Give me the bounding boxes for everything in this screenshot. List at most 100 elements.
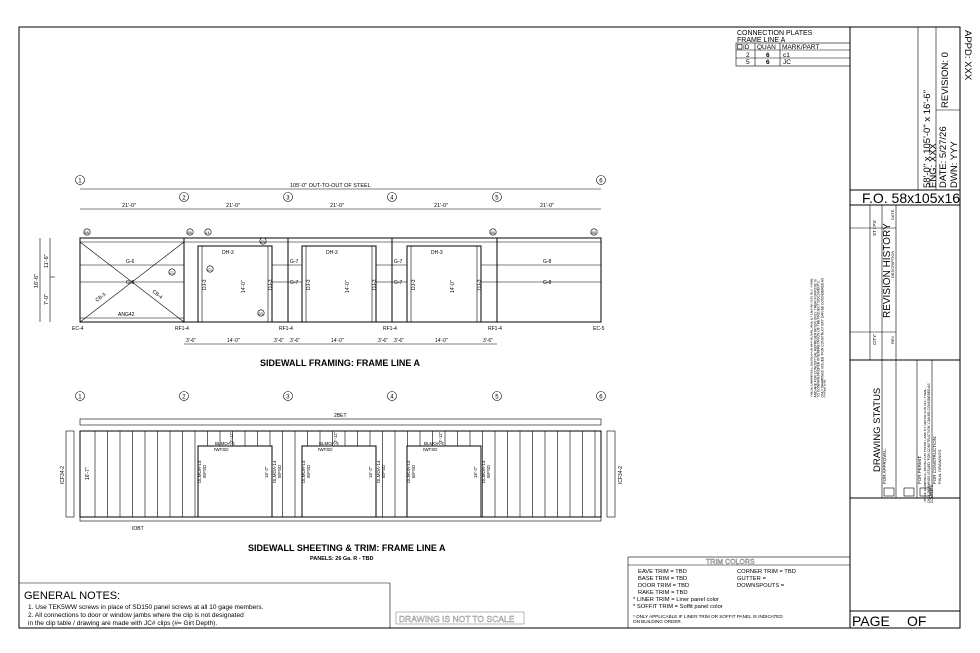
bay-dimension: 21'-0" bbox=[122, 203, 136, 209]
bottom-dimension: 14'-0" bbox=[435, 338, 448, 344]
svg-text:DJ-3: DJ-3 bbox=[372, 279, 378, 290]
bottom-dimension: 3'-6" bbox=[394, 338, 404, 344]
svg-text:6: 6 bbox=[599, 394, 603, 400]
girt-label: G-5 bbox=[126, 280, 135, 286]
door-opening-3: IWFSD BLMOA-4 3'-11" DLMOA-14 IEFSD 16'-… bbox=[301, 431, 386, 518]
corner-trim-right: ICF34-2 bbox=[618, 466, 624, 484]
svg-text:DJ-3: DJ-3 bbox=[411, 279, 417, 290]
clip-callout: B8 bbox=[83, 228, 91, 236]
height-lower: 7'-0" bbox=[44, 294, 50, 305]
column-mark: RF1-4 bbox=[383, 326, 397, 332]
page-label: PAGE bbox=[852, 613, 890, 629]
connection-plates-col-quan: QUAN bbox=[757, 44, 776, 51]
svg-text:IEFSD: IEFSD bbox=[306, 464, 311, 478]
clip-callout: B8 bbox=[186, 228, 194, 236]
gridline-3: 3 bbox=[283, 391, 293, 401]
svg-text:B8: B8 bbox=[491, 231, 495, 235]
svg-text:DJ-3: DJ-3 bbox=[268, 279, 274, 290]
revision-description-col: DESCRIPTION bbox=[890, 251, 895, 278]
svg-text:1: 1 bbox=[78, 178, 82, 184]
connection-plates-row-quan: 6 bbox=[766, 52, 770, 59]
connection-plates-row-mark: JC bbox=[783, 59, 791, 66]
revision-history-title: REVISION HISTORY bbox=[882, 223, 893, 318]
sheeting-subtitle: PANELS: 26 Ga. R - TBD bbox=[310, 556, 373, 562]
general-note-line: 2. All connections to door or window jam… bbox=[28, 612, 244, 619]
bottom-dimension: 3'-6" bbox=[378, 338, 388, 344]
title-block: 58'-0" x 105'-0" x 16'-6" REVISION: 0 AP… bbox=[811, 27, 973, 629]
sheet-border bbox=[18, 26, 961, 629]
svg-text:3'-11": 3'-11" bbox=[438, 431, 443, 443]
trim-color-line: DOWNSPOUTS = bbox=[737, 583, 785, 589]
svg-text:6: 6 bbox=[599, 178, 603, 184]
bay-dimension: 21'-0" bbox=[434, 203, 448, 209]
revision-rev-col: REV bbox=[890, 335, 895, 344]
bottom-dimension: 3'-6" bbox=[274, 338, 284, 344]
height-upper: 11'-6" bbox=[44, 254, 50, 268]
svg-text:3: 3 bbox=[286, 394, 290, 400]
engineer: ENG: XXX bbox=[928, 142, 939, 188]
revision-date-col: DATE bbox=[890, 209, 895, 220]
gridline-5: 5 bbox=[492, 391, 502, 401]
svg-text:2: 2 bbox=[182, 394, 186, 400]
eave-trim-label: 2BET bbox=[334, 413, 347, 419]
overall-dimension: 105'-0" OUT-TO-OUT OF STEEL bbox=[290, 183, 371, 189]
gridline-6: 6 bbox=[596, 175, 606, 185]
status-construction-head: FOR CONSTRUCTION: bbox=[932, 436, 937, 484]
gridline-6: 6 bbox=[596, 391, 606, 401]
door-opening-2: IWFSD BLMOA-4 3'-11" DLMOA-14 IEFSD 16'-… bbox=[197, 431, 282, 518]
general-notes-title: GENERAL NOTES: bbox=[24, 590, 120, 602]
drawn-by: DWN: YYY bbox=[949, 141, 960, 188]
gridline-3: 3 bbox=[283, 192, 293, 202]
svg-text:1: 1 bbox=[78, 394, 82, 400]
svg-text:DH-3: DH-3 bbox=[222, 250, 234, 256]
svg-text:16'-2": 16'-2" bbox=[473, 466, 478, 478]
svg-text:IEFSD: IEFSD bbox=[381, 464, 386, 478]
connection-plates-table: CONNECTION PLATES FRAME LINE A ID QUAN M… bbox=[735, 30, 851, 67]
svg-text:4: 4 bbox=[390, 394, 394, 400]
revision-number: REVISION: 0 bbox=[940, 52, 951, 108]
not-to-scale-text: DRAWING IS NOT TO SCALE bbox=[399, 614, 515, 624]
svg-text:3: 3 bbox=[286, 195, 290, 201]
girt-label: G-8 bbox=[543, 259, 552, 265]
framing-title: SIDEWALL FRAMING: FRAME LINE A bbox=[260, 358, 420, 368]
bay-dimension: 21'-0" bbox=[226, 203, 240, 209]
general-note-line: 1. Use TEK5WW screws in place of SD150 p… bbox=[28, 604, 264, 611]
general-note-line: in the clip table / drawing are made wit… bbox=[28, 620, 217, 627]
svg-text:IEFSD: IEFSD bbox=[411, 464, 416, 478]
girt-label: G-7 bbox=[290, 259, 299, 265]
svg-text:IWFSD: IWFSD bbox=[318, 447, 333, 452]
girt-label: G-6 bbox=[126, 259, 135, 265]
approved-by: APPD: XXX bbox=[962, 30, 973, 81]
trim-colors-box: TRIM COLORS EAVE TRIM = TBD BASE TRIM = … bbox=[627, 556, 851, 629]
connection-plates-row-id: 5 bbox=[746, 59, 750, 66]
sheeting-title: SIDEWALL SHEETING & TRIM: FRAME LINE A bbox=[248, 543, 446, 553]
drawing-date: DATE: 5/27/26 bbox=[938, 126, 949, 188]
svg-text:DJ-3: DJ-3 bbox=[477, 279, 483, 290]
svg-text:BLMOA-4: BLMOA-4 bbox=[215, 441, 235, 446]
svg-text:IEFSD: IEFSD bbox=[486, 464, 491, 478]
clip-callout: L4 bbox=[204, 228, 212, 236]
status-permit-head: FOR PERMIT: bbox=[917, 455, 922, 484]
svg-text:DLMOA-14: DLMOA-14 bbox=[197, 460, 202, 483]
connection-plates-row-mark: c1 bbox=[783, 52, 790, 59]
bay-dimension: 21'-0" bbox=[540, 203, 554, 209]
connection-plates-title: CONNECTION PLATES bbox=[737, 30, 813, 37]
trim-color-line: CORNER TRIM = TBD bbox=[737, 569, 796, 575]
clip-callout: B8 bbox=[489, 228, 497, 236]
bottom-dimension: 3'-6" bbox=[186, 338, 196, 344]
drawing-status-title: DRAWING STATUS bbox=[872, 388, 883, 472]
svg-text:DLMOA-14: DLMOA-14 bbox=[406, 460, 411, 483]
svg-text:14'-0": 14'-0" bbox=[345, 280, 351, 293]
girt-label: G-7 bbox=[290, 280, 299, 286]
building-size: 58'-0" x 105'-0" x 16'-6" bbox=[922, 90, 933, 188]
svg-text:16'-2": 16'-2" bbox=[368, 466, 373, 478]
svg-text:DLMOA-14: DLMOA-14 bbox=[481, 460, 486, 483]
svg-text:DLMOA-14: DLMOA-14 bbox=[376, 460, 381, 483]
trim-color-line: RAKE TRIM = TBD bbox=[638, 590, 688, 596]
connection-plates-row-id: 2 bbox=[746, 52, 750, 59]
column-mark: EC-4 bbox=[72, 326, 84, 332]
svg-text:5: 5 bbox=[495, 394, 499, 400]
clip-callout: C1 bbox=[259, 237, 267, 245]
sheeting-height: 16'-7" bbox=[85, 467, 91, 480]
